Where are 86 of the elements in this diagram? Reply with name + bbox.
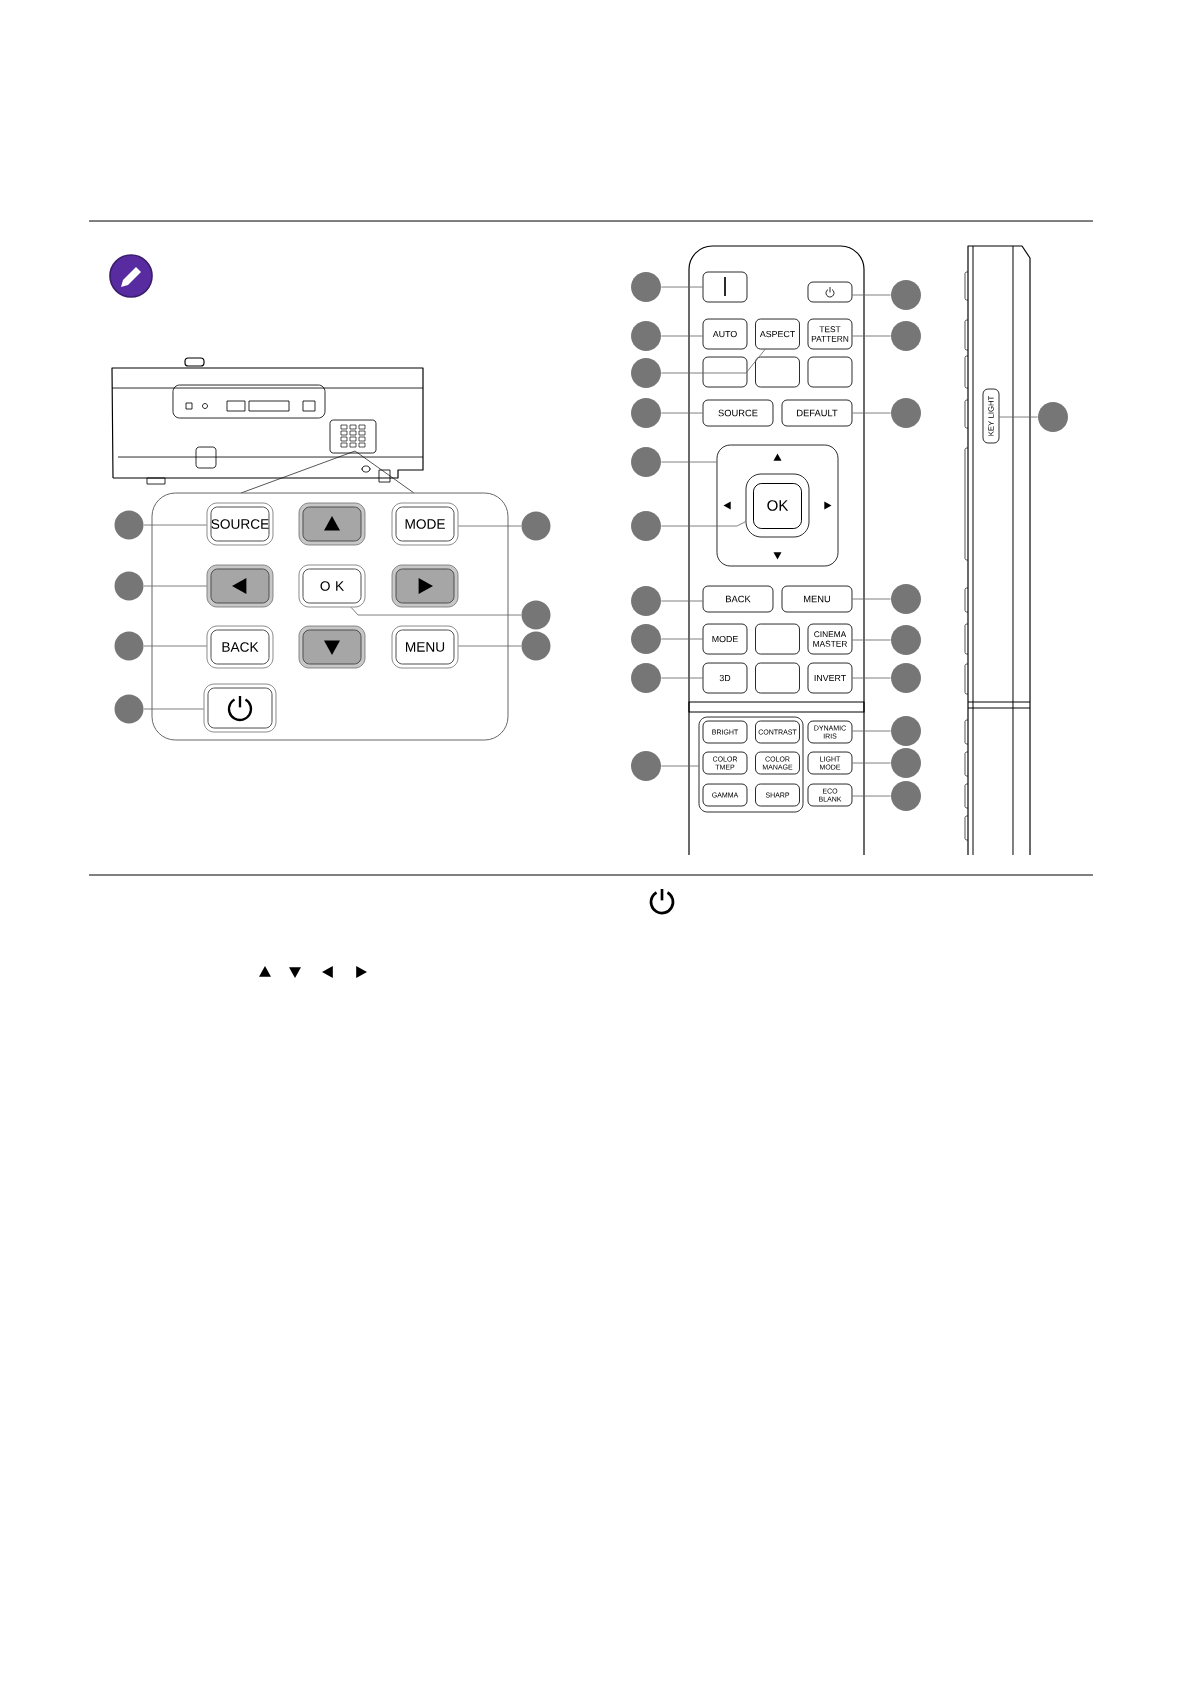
leader-line [852,795,892,797]
panel-button: MODE [391,502,459,546]
control-panel [151,492,509,741]
callout-circle [891,321,921,351]
leader-line [143,524,207,526]
leader-line [143,585,207,587]
leader-line [143,708,204,710]
remote-button [702,271,748,303]
leader-line [660,521,746,527]
remote-button: CINEMA MASTER [807,623,853,655]
callout-circle [631,663,661,693]
remote-button [702,356,748,388]
panel-button [298,502,366,546]
leader-line [852,294,892,296]
leader-line [458,525,522,527]
callout-circle [631,447,661,477]
callout-circle [521,511,551,541]
leader-line [660,349,766,374]
callout-circle [891,716,921,746]
callout-circle [631,321,661,351]
panel-button: MENU [391,625,459,669]
callout-circle [114,571,144,601]
callout-circle [631,586,661,616]
remote-button: BACK [702,585,774,613]
remote-button: DEFAULT [781,399,853,427]
remote-button: SOURCE [702,399,774,427]
panel-button: SOURCE [206,502,274,546]
remote-button: MENU [781,585,853,613]
leader-line [999,416,1039,418]
remote-button: ASPECT [755,318,800,350]
leader-line [350,607,522,616]
leader-line [852,598,892,600]
leader-line [143,645,207,647]
callout-circle [631,624,661,654]
callout-circle [891,663,921,693]
panel-button [203,683,277,733]
leader-line [852,730,892,732]
panel-button: O K [298,564,366,608]
button-group [698,716,804,813]
callout-circle [521,631,551,661]
leader-line [660,600,703,602]
leader-line [660,412,703,414]
callout-circle [891,781,921,811]
ok-button: OK [745,473,810,538]
callout-circle [631,511,661,541]
callout-circle [631,751,661,781]
direction-pad [716,444,839,567]
leader-line [660,677,703,679]
panel-button [206,564,274,608]
remote-button: MODE [702,623,748,655]
callout-circle [114,510,144,540]
leader-line [852,335,892,337]
callout-circle [631,398,661,428]
callout-circle [1038,402,1068,432]
callout-circle [891,748,921,778]
leader-line [660,765,699,767]
leader-line [660,638,703,640]
leader-line [660,461,717,463]
callout-circle [114,694,144,724]
callout-circle [891,625,921,655]
callout-circle [631,272,661,302]
leader-line [458,645,522,647]
remote-button: TEST PATTERN [807,318,853,350]
remote-button: 3D [702,662,748,694]
callout-circle [891,584,921,614]
callout-circle [631,358,661,388]
remote-button [807,281,853,303]
remote-button: AUTO [702,318,748,350]
remote-button [755,623,800,655]
leader-line [852,762,892,764]
leader-line [852,412,892,414]
leader-line [660,286,703,288]
callout-circle [521,600,551,630]
panel-button [298,625,366,669]
callout-circle [891,398,921,428]
remote-button [807,356,853,388]
leader-line [852,677,892,679]
panel-button: BACK [206,625,274,669]
remote-button: INVERT [807,662,853,694]
leader-line [852,639,892,641]
remote-button [755,356,800,388]
callout-circle [114,631,144,661]
remote-button [755,662,800,694]
callout-circle [891,280,921,310]
leader-line [660,335,703,337]
panel-button [391,564,459,608]
